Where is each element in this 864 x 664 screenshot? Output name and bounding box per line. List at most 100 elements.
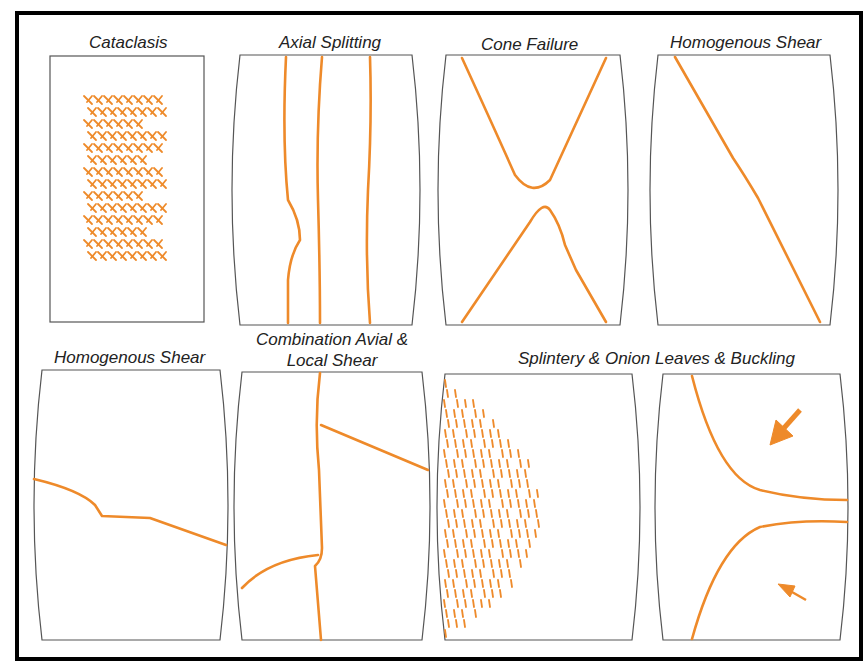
fracture-stroke (88, 180, 96, 188)
fracture-stroke (446, 460, 447, 467)
fracture-stroke (501, 470, 502, 477)
fracture-stroke (507, 460, 508, 467)
fracture-stroke (87, 120, 92, 126)
fracture-stroke (94, 168, 102, 176)
fracture-stroke (157, 144, 162, 150)
fracture-stroke (502, 450, 503, 457)
panel-title: Splintery & Onion Leaves & Buckling (518, 348, 795, 369)
crack (462, 207, 606, 322)
fracture-stroke (117, 144, 122, 150)
fracture-stroke (114, 192, 122, 200)
fracture-stroke (498, 580, 499, 587)
fracture-stroke (158, 132, 166, 140)
fracture-stroke (94, 96, 102, 104)
fracture-stroke (147, 168, 152, 174)
fracture-stroke (493, 420, 494, 427)
fracture-stroke (445, 630, 446, 637)
fracture-stroke (501, 520, 502, 527)
fracture-stroke (489, 550, 490, 557)
fracture-stroke (444, 550, 445, 557)
fracture-stroke (97, 240, 102, 246)
fracture-stroke (464, 520, 465, 527)
fracture-stroke (462, 460, 463, 467)
fracture-stroke (138, 204, 146, 212)
fracture-stroke (447, 440, 448, 447)
fracture-stroke (94, 192, 102, 200)
fracture-stroke (87, 240, 92, 246)
panel-title: Combination Avial & Local Shear (252, 329, 412, 372)
fracture-stroke (147, 96, 152, 102)
fracture-stroke (161, 252, 166, 258)
fracture-stroke (117, 192, 122, 198)
fracture-stroke (91, 204, 96, 210)
fracture-stroke (141, 204, 146, 210)
fracture-stroke (157, 96, 162, 102)
fracture-stroke (454, 610, 455, 617)
fracture-stroke (141, 180, 146, 186)
fracture-stroke (499, 510, 500, 517)
fracture-stroke (141, 132, 146, 138)
fracture-stroke (107, 168, 112, 174)
fracture-stroke (463, 540, 464, 547)
specimen-barrel (650, 55, 838, 325)
fracture-stroke (538, 520, 539, 527)
fracture-stroke (483, 560, 484, 567)
fracture-stroke (473, 400, 474, 407)
fracture-stroke (528, 510, 529, 517)
fracture-stroke (462, 510, 463, 517)
fracture-stroke (131, 156, 136, 162)
crack (318, 57, 323, 323)
fracture-stroke (101, 204, 106, 210)
fracture-stroke (471, 440, 472, 447)
fracture-stroke (134, 144, 142, 152)
fracture-stroke (118, 108, 126, 116)
fracture-stroke (124, 240, 132, 248)
fracture-stroke (445, 430, 446, 437)
specimen-rect (50, 56, 204, 322)
fracture-stroke (88, 252, 96, 260)
fracture-stroke (464, 620, 465, 627)
fracture-stroke (128, 156, 136, 164)
fracture-stroke (151, 204, 156, 210)
fracture-stroke (111, 252, 116, 258)
fracture-stroke (507, 560, 508, 567)
fracture-stroke (127, 96, 132, 102)
fracture-stroke (498, 480, 499, 487)
fracture-stroke (456, 570, 457, 577)
fracture-stroke (508, 440, 509, 447)
fracture-stroke (445, 580, 446, 587)
fracture-stroke (117, 168, 122, 174)
fracture-stroke (481, 550, 482, 557)
fracture-stroke (118, 204, 126, 212)
fracture-stroke (97, 120, 102, 126)
fracture-stroke (509, 470, 510, 477)
fracture-stroke (128, 132, 136, 140)
fracture-stroke (446, 410, 447, 417)
fracture-stroke (101, 108, 106, 114)
fracture-stroke (84, 192, 92, 200)
fracture-stroke (483, 410, 484, 417)
fracture-stroke (111, 108, 116, 114)
fracture-stroke (104, 216, 112, 224)
fracture-stroke (448, 470, 449, 477)
fracture-stroke (121, 204, 126, 210)
fracture-stroke (520, 460, 521, 467)
fracture-stroke (138, 108, 146, 116)
fracture-stroke (108, 252, 116, 260)
cracks (34, 57, 847, 640)
fracture-stroke (98, 228, 106, 236)
fracture-stroke (472, 420, 473, 427)
fracture-stroke (498, 430, 499, 437)
fracture-stroke (448, 520, 449, 527)
fracture-stroke (107, 192, 112, 198)
fracture-stroke (490, 480, 491, 487)
fracture-stroke (456, 520, 457, 527)
fracture-stroke (534, 500, 535, 507)
fracture-stroke (91, 180, 96, 186)
fracture-stroke (466, 480, 467, 487)
fracture-stroke (472, 470, 473, 477)
fracture-stroke (151, 132, 156, 138)
fracture-stroke (158, 252, 166, 260)
